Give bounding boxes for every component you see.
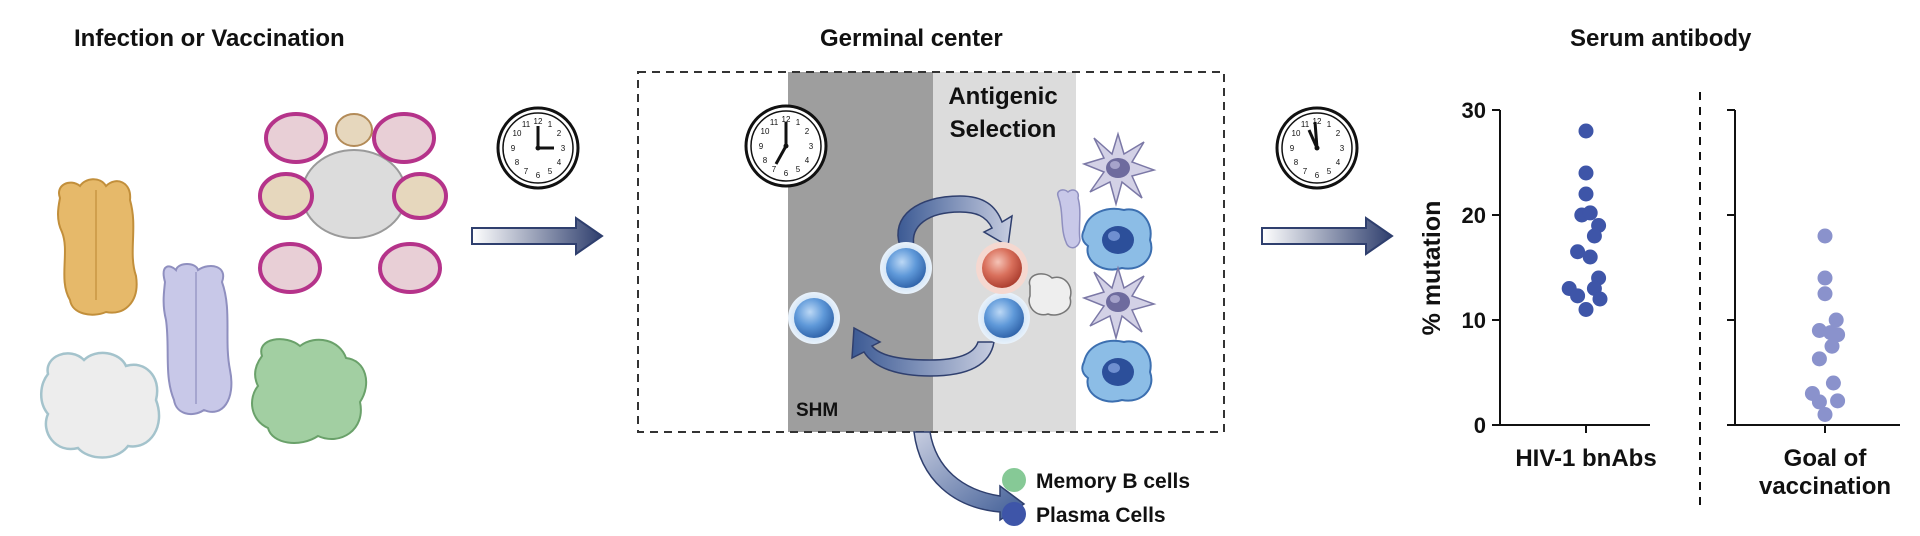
- legend: Memory B cells Plasma Cells: [1002, 468, 1190, 527]
- antibody-lavender: [162, 263, 233, 416]
- x-category-label: HIV-1 bnAbs: [1515, 445, 1656, 472]
- legend-label-plasma: Plasma Cells: [1036, 504, 1166, 527]
- data-point: [1828, 312, 1844, 328]
- b-cell: [978, 292, 1030, 344]
- antigenic-label-1: Antigenic: [948, 83, 1057, 110]
- dendritic-cell: [1083, 133, 1155, 205]
- legend-dot-memory-b: [1002, 468, 1026, 492]
- data-point: [1578, 123, 1594, 139]
- clock-icon: [496, 106, 580, 190]
- y-tick-label: 0: [1474, 413, 1486, 438]
- data-point: [1586, 228, 1602, 244]
- antibody-small: [1056, 189, 1081, 249]
- data-point: [1817, 407, 1833, 422]
- antibody-gold: [57, 178, 138, 316]
- data-point: [1817, 228, 1833, 244]
- antibody-structures: [40, 112, 448, 459]
- data-point: [1830, 327, 1846, 343]
- b-cell: [788, 292, 840, 344]
- data-point: [1825, 375, 1841, 391]
- clock-icon: [1275, 106, 1359, 190]
- y-tick-label: 10: [1462, 308, 1486, 333]
- blue-cell: [1081, 339, 1153, 403]
- data-point: [1811, 394, 1827, 410]
- cycle-arrow-top: [897, 195, 1013, 248]
- legend-dot-plasma: [1002, 502, 1026, 526]
- antibody-green: [251, 338, 368, 444]
- data-point: [1582, 205, 1598, 221]
- output-arrow: [913, 431, 1026, 522]
- data-point: [1578, 186, 1594, 202]
- b-cell: [880, 242, 932, 294]
- y-tick-label: 30: [1462, 98, 1486, 123]
- data-point: [1811, 323, 1827, 338]
- antibody-complex: [258, 112, 448, 294]
- dendritic-cell: [1083, 267, 1155, 339]
- data-point: [1830, 393, 1846, 409]
- y-tick-label: 20: [1462, 203, 1486, 228]
- data-point: [1811, 351, 1827, 367]
- cycle-arrow-bottom: [851, 326, 995, 377]
- header-infection: Infection or Vaccination: [74, 25, 345, 52]
- data-point: [1817, 286, 1833, 302]
- shm-label: SHM: [796, 400, 838, 421]
- header-germinal-center: Germinal center: [820, 25, 1003, 52]
- antigen-fragment: [1028, 273, 1072, 316]
- y-axis-title: % mutation: [1418, 201, 1446, 336]
- legend-label-memory-b: Memory B cells: [1036, 470, 1190, 493]
- header-serum-antibody: Serum antibody: [1570, 25, 1752, 52]
- data-point: [1578, 302, 1594, 317]
- x-category-label: vaccination: [1759, 473, 1891, 500]
- antigenic-label-2: Selection: [950, 116, 1057, 143]
- arrow-to-serum-antibody: [1261, 216, 1394, 256]
- arrow-to-germinal-center: [471, 216, 604, 256]
- selected-b-cell: [976, 242, 1028, 294]
- data-point: [1582, 249, 1598, 265]
- data-point: [1817, 270, 1833, 286]
- data-point: [1824, 338, 1840, 354]
- x-category-label: Goal of: [1784, 445, 1868, 472]
- blue-cell: [1081, 207, 1153, 271]
- data-point: [1578, 165, 1594, 181]
- data-point: [1592, 291, 1608, 307]
- antibody-grey: [40, 351, 161, 459]
- clock-icon: [744, 104, 828, 188]
- data-point: [1570, 244, 1586, 260]
- data-point: [1570, 288, 1586, 304]
